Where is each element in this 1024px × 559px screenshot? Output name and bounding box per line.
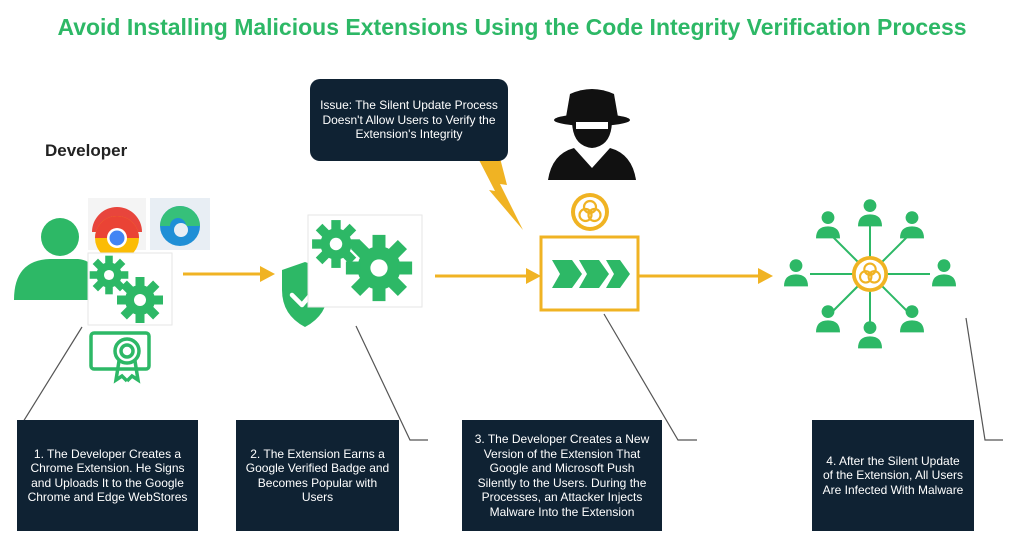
- popular-gears-icon: [307, 214, 423, 308]
- step2-connector: [355, 325, 428, 441]
- user-icon: [816, 211, 840, 239]
- lightning-bolt: [478, 158, 523, 230]
- hacker-icon: [548, 89, 636, 180]
- biohazard-center-icon: [851, 255, 889, 293]
- biohazard-icon: [570, 192, 610, 232]
- developer-label: Developer: [45, 141, 128, 160]
- step4-connector: [965, 317, 1003, 441]
- step3-connector: [603, 313, 697, 441]
- issue-callout: Issue: The Silent Update Process Doesn't…: [310, 79, 508, 161]
- edge-icon: [150, 198, 210, 250]
- flow-arrow-3: [638, 268, 773, 284]
- flow-arrow-1: [183, 266, 275, 282]
- developer-user-icon: [14, 218, 92, 300]
- step-4-box: 4. After the Silent Update of the Extens…: [812, 420, 974, 531]
- step-1-box: 1. The Developer Creates a Chrome Extens…: [17, 420, 198, 531]
- chrome-icon: [88, 198, 146, 260]
- flow-arrow-2: [435, 268, 541, 284]
- user-icon: [932, 259, 956, 287]
- page-title: Avoid Installing Malicious Extensions Us…: [57, 14, 967, 40]
- developer-gears-icon: [87, 252, 173, 326]
- user-icon: [858, 199, 882, 227]
- user-icon: [900, 305, 924, 333]
- step-3-box: 3. The Developer Creates a New Version o…: [462, 420, 662, 531]
- user-icon: [784, 259, 808, 287]
- user-icon: [816, 305, 840, 333]
- user-icon: [900, 211, 924, 239]
- user-icon: [858, 321, 882, 349]
- certificate-icon: [89, 331, 151, 384]
- pipeline-icon: [539, 235, 640, 312]
- step-2-box: 2. The Extension Earns a Google Verified…: [236, 420, 399, 531]
